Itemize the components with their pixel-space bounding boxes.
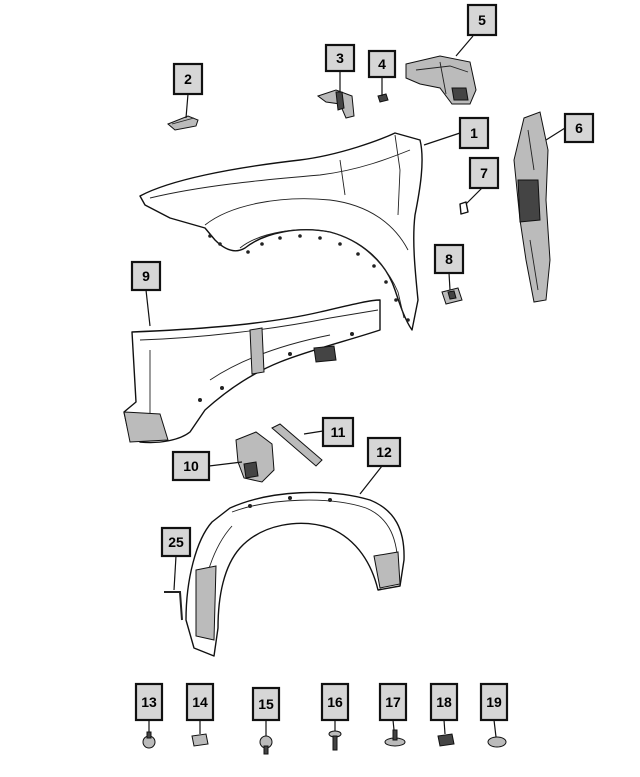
callout-label: 3 xyxy=(336,50,344,66)
fastener-17 xyxy=(384,729,406,747)
callout-label: 25 xyxy=(168,534,184,550)
callout-2: 2 xyxy=(172,62,204,96)
callout-15: 15 xyxy=(251,686,281,722)
callout-16: 16 xyxy=(320,682,350,722)
callout-label: 17 xyxy=(385,694,401,710)
part-12-liner xyxy=(185,491,405,657)
part-10-bracket xyxy=(235,431,275,483)
callout-label: 13 xyxy=(141,694,157,710)
callout-label: 10 xyxy=(183,458,199,474)
callout-label: 12 xyxy=(376,444,392,460)
callout-label: 5 xyxy=(478,12,486,28)
callout-label: 14 xyxy=(192,694,208,710)
callout-6: 6 xyxy=(563,112,595,144)
callout-label: 16 xyxy=(327,694,343,710)
callout-9: 9 xyxy=(130,260,162,292)
callout-label: 8 xyxy=(445,251,453,267)
callout-label: 18 xyxy=(436,694,452,710)
part-25-wire-clip xyxy=(164,591,183,621)
callout-5: 5 xyxy=(466,3,498,37)
callout-17: 17 xyxy=(378,682,408,722)
part-9-apron xyxy=(123,299,381,444)
callout-4: 4 xyxy=(367,49,397,79)
fastener-19 xyxy=(487,736,507,748)
callout-1: 1 xyxy=(458,116,490,150)
part-11-strip xyxy=(271,423,323,467)
callout-19: 19 xyxy=(479,682,509,722)
callout-10: 10 xyxy=(171,450,211,482)
callout-label: 4 xyxy=(378,56,386,72)
callout-label: 1 xyxy=(470,125,478,141)
callout-label: 7 xyxy=(480,165,488,181)
callout-13: 13 xyxy=(134,682,164,722)
fastener-14 xyxy=(191,733,209,747)
part-8-clip xyxy=(441,287,463,305)
callout-label: 9 xyxy=(142,268,150,284)
part-6-seal xyxy=(513,111,551,303)
callout-25: 25 xyxy=(160,526,192,558)
callout-label: 19 xyxy=(486,694,502,710)
leader-lines xyxy=(145,35,566,738)
part-4-clip xyxy=(377,93,389,103)
callout-7: 7 xyxy=(468,156,500,190)
part-7-clip xyxy=(459,201,469,215)
callout-11: 11 xyxy=(321,416,355,448)
callout-8: 8 xyxy=(433,243,465,275)
fastener-16 xyxy=(328,730,342,751)
part-5-support xyxy=(405,55,477,105)
fastener-15 xyxy=(259,735,273,755)
fastener-18 xyxy=(437,733,455,747)
fastener-13 xyxy=(142,731,156,749)
callout-3: 3 xyxy=(324,43,356,73)
callout-18: 18 xyxy=(429,682,459,722)
callout-label: 2 xyxy=(184,71,192,87)
callout-14: 14 xyxy=(185,682,215,722)
callout-label: 6 xyxy=(575,120,583,136)
callout-12: 12 xyxy=(366,436,402,468)
part-3-bracket xyxy=(316,89,355,119)
part-2-bracket xyxy=(167,115,199,131)
callout-label: 11 xyxy=(331,424,346,440)
callout-label: 15 xyxy=(258,696,274,712)
fender-part xyxy=(139,132,423,331)
